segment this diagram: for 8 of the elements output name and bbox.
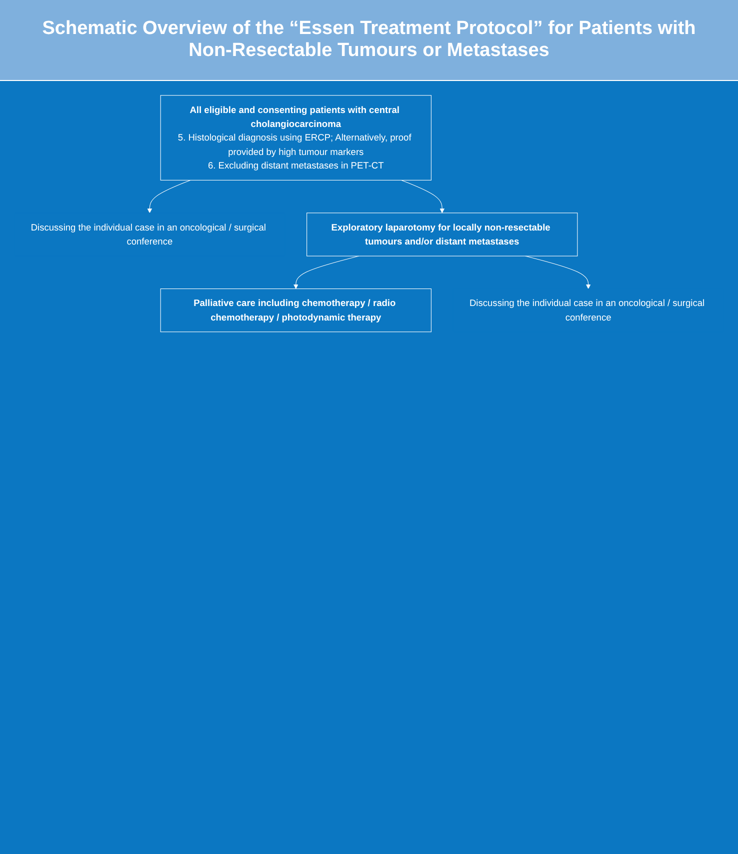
node-text: Discussing the individual case in an oncological / surgical conference	[469, 298, 705, 322]
arrow	[147, 180, 191, 214]
node-box: Palliative care including chemotherapy / radio chemotherapy / photodynamic therapy	[160, 288, 432, 332]
arrow	[401, 180, 444, 214]
node-box: Exploratory laparotomy for locally non-resectable tumours and/or distant metastases	[306, 212, 578, 256]
title: Schematic Overview of the “Essen Treatment Protocol” for Patients with Non-Resectable Tumours or Metastases	[0, 0, 738, 81]
node-box: All eligible and consenting patients with central cholangiocarcinoma 5. Histological diagnosis using ERCP; Alternatively, proof provided by high tumour markers 6. Excluding distant metastases in PET-CT	[160, 95, 432, 180]
node-text: Discussing the individual case in an oncological / surgical conference	[30, 222, 266, 246]
